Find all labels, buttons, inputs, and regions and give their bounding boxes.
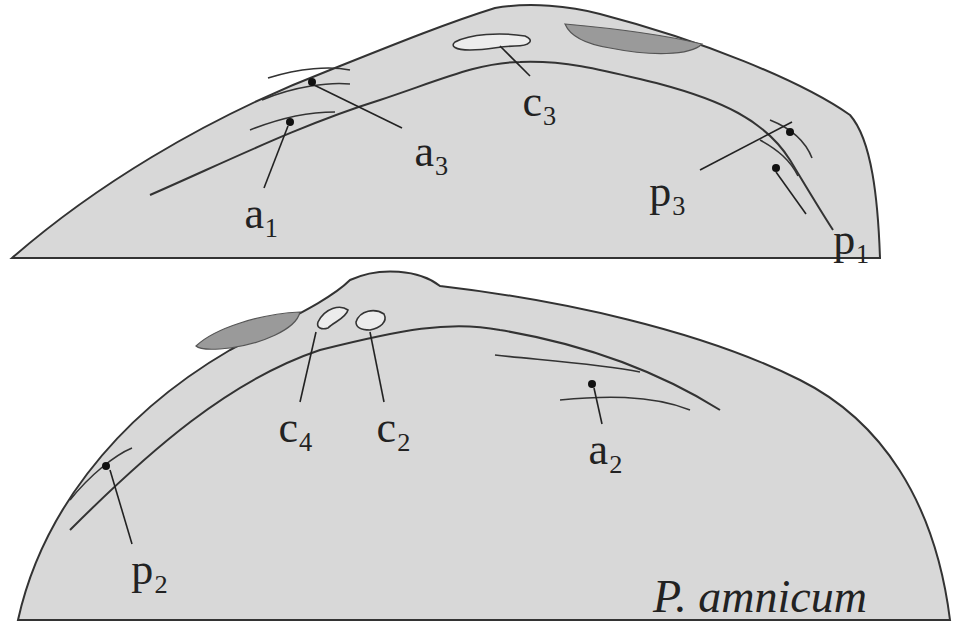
leader-line [314, 85, 402, 128]
leader-line [110, 470, 132, 544]
leader-line [264, 126, 288, 188]
species-caption: P. amnicum [653, 574, 867, 620]
leader-line [700, 122, 792, 170]
cardinal-tooth [356, 311, 385, 330]
cardinal-tooth [318, 307, 348, 328]
tooth-dot [102, 462, 110, 470]
tooth-label: p₁ [833, 218, 870, 262]
cardinal-tooth [453, 34, 530, 50]
tooth-outline [760, 140, 798, 176]
tooth-label: a₁ [245, 192, 280, 236]
tooth-outline [770, 120, 812, 158]
leader-line [500, 46, 530, 76]
tooth-label: p₂ [131, 548, 168, 592]
tooth-dot [772, 164, 780, 172]
tooth-outline [70, 448, 132, 500]
tooth-label: a₃ [415, 130, 450, 174]
tooth-dot [786, 128, 794, 136]
tooth-outline [250, 112, 335, 130]
tooth-label: c₂ [377, 406, 412, 450]
tooth-outline [560, 397, 690, 410]
tooth-label: c₄ [279, 406, 314, 450]
tooth-outline [495, 355, 640, 372]
ligament [196, 312, 300, 349]
tooth-outline [262, 84, 350, 100]
tooth-label: a₂ [589, 428, 624, 472]
leader-line [776, 172, 806, 214]
hinge-line [70, 326, 720, 530]
tooth-dot [286, 118, 294, 126]
tooth-outline [268, 68, 350, 78]
tooth-label: p₃ [649, 170, 686, 214]
leader-line [370, 332, 384, 402]
leader-line [594, 388, 602, 424]
leader-line [300, 332, 316, 402]
tooth-dot [588, 380, 596, 388]
tooth-label: c₃ [523, 80, 558, 124]
ligament [565, 24, 702, 54]
upper-valve [12, 5, 880, 258]
lower-valve [18, 271, 950, 620]
